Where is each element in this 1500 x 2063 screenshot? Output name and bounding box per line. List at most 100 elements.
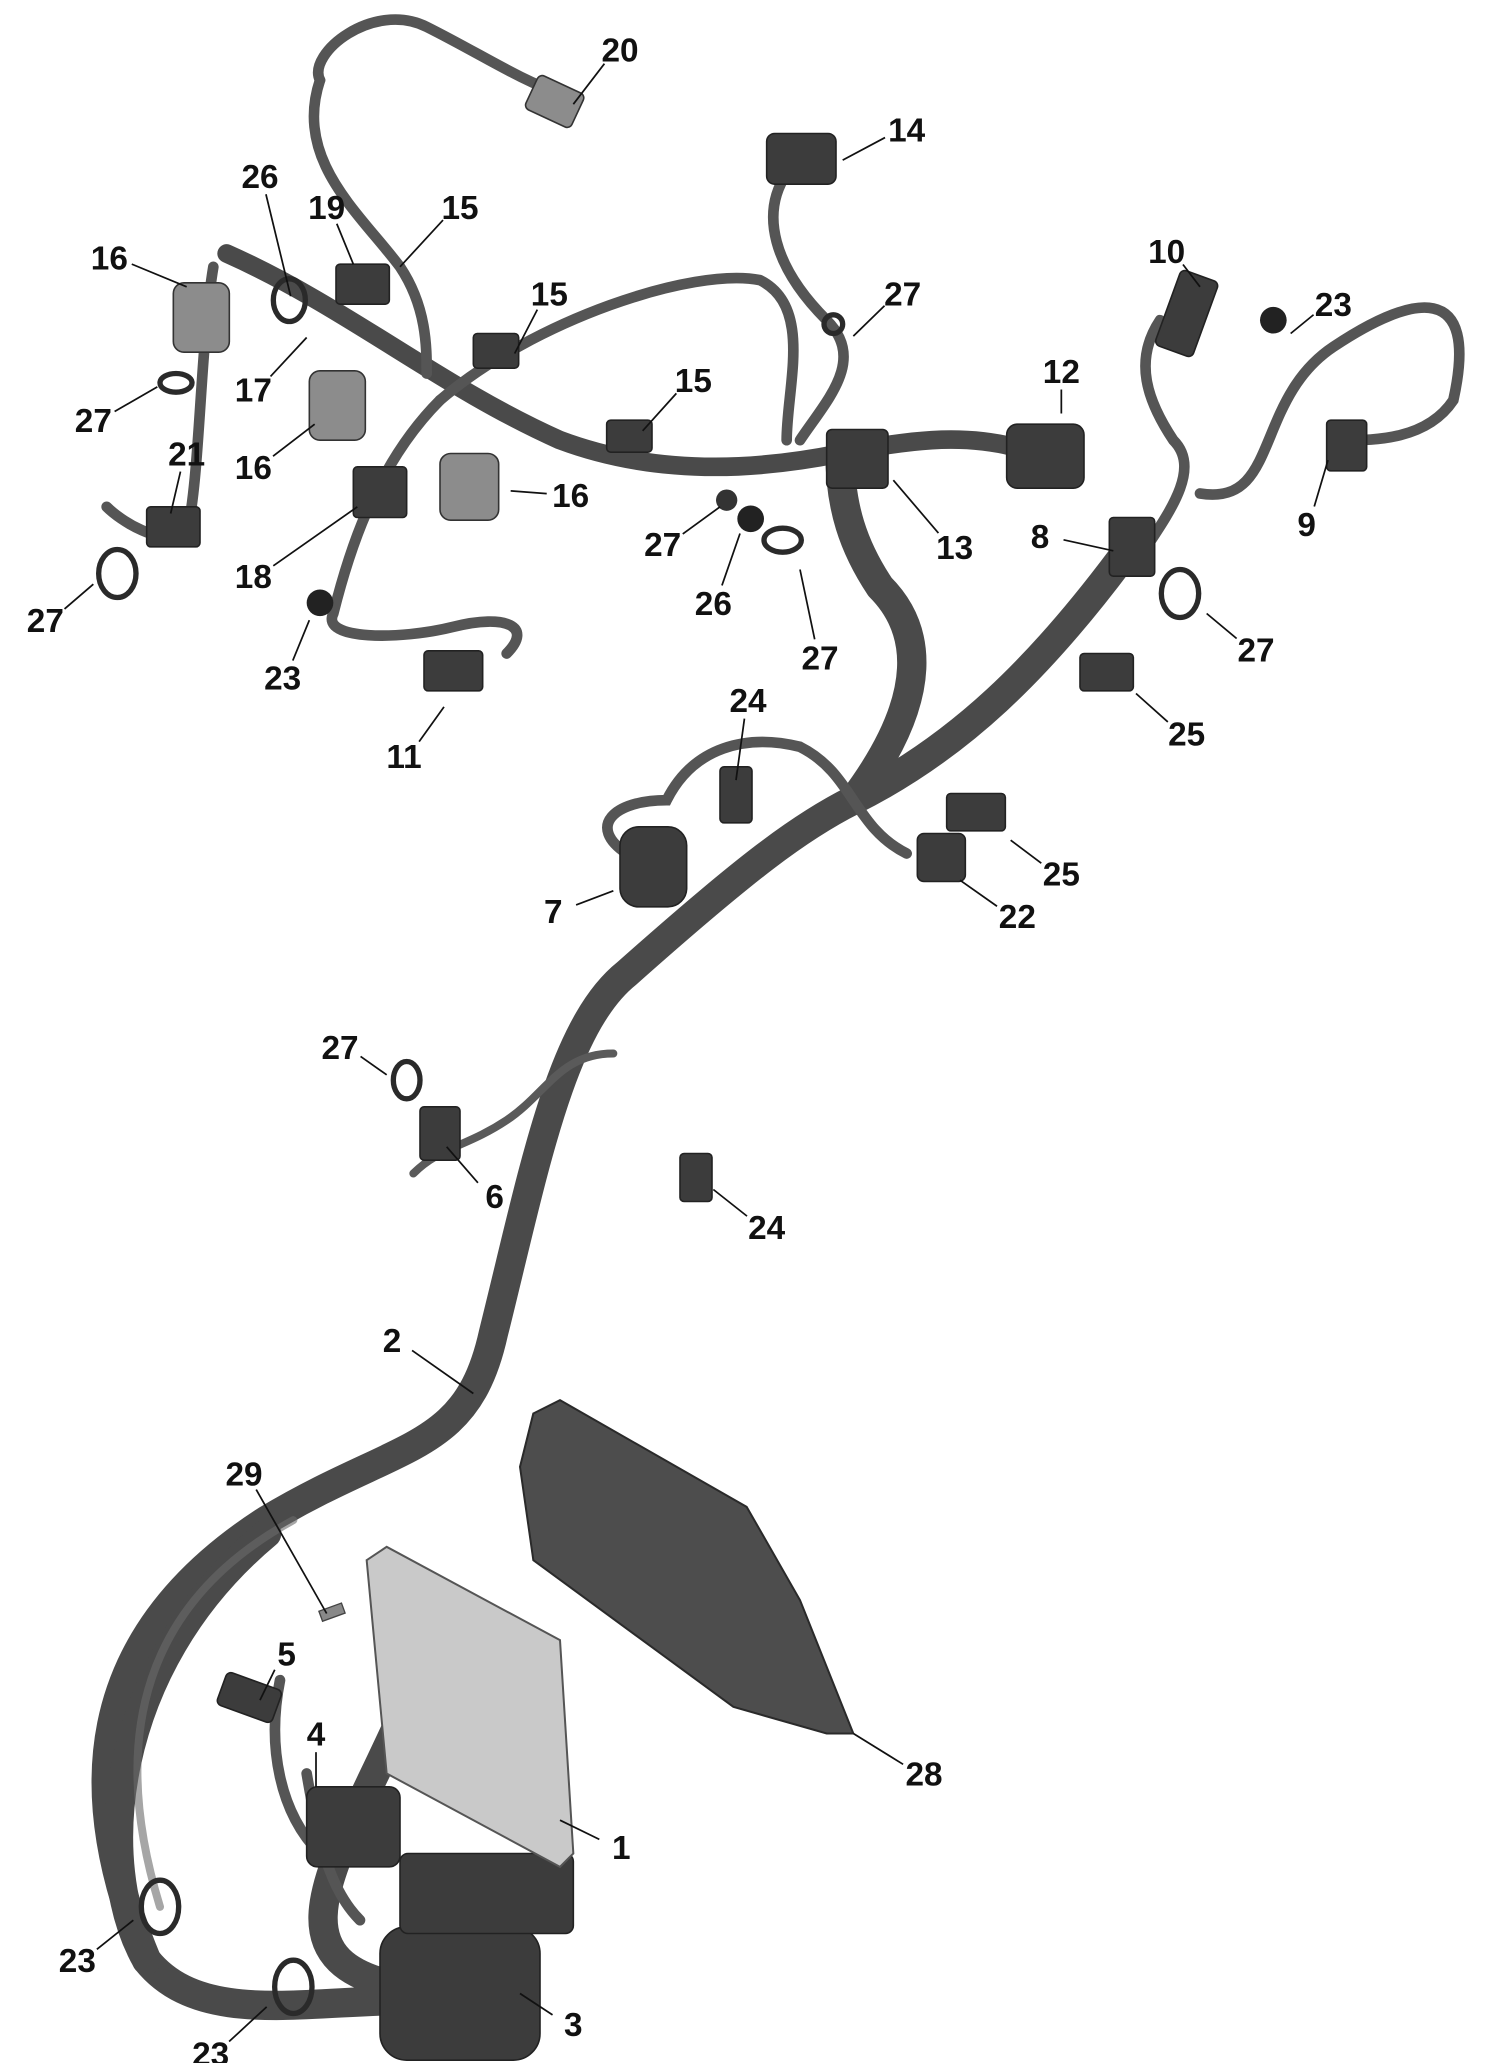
leader-line [411, 1349, 474, 1395]
callout-20: 20 [572, 33, 639, 105]
leader-line [169, 471, 182, 514]
leader-line [799, 569, 816, 640]
callout-number: 15 [675, 363, 712, 400]
connector-20 [524, 74, 585, 129]
leader-line [291, 619, 311, 661]
callout-11: 11 [386, 706, 445, 776]
callout-27: 27 [1206, 612, 1275, 670]
connector-24-b [679, 1152, 713, 1203]
callout-number: 27 [321, 1030, 358, 1067]
leader-line [446, 1146, 479, 1184]
leader-line [1313, 459, 1329, 507]
leader-line [399, 219, 444, 268]
connector-6 [419, 1106, 461, 1161]
callout-18: 18 [235, 506, 358, 596]
leader-line [131, 263, 187, 288]
callout-number: 26 [695, 586, 732, 623]
callout-16: 16 [510, 478, 589, 515]
connector-3 [379, 1926, 541, 2061]
tie-27-e [761, 525, 804, 555]
leader-line [259, 1669, 276, 1701]
callout-15: 15 [642, 363, 712, 432]
leader-line [255, 1489, 328, 1614]
callout-3: 3 [519, 1992, 583, 2044]
callout-number: 8 [1031, 519, 1050, 556]
clamp-23-c [138, 1877, 182, 1937]
leader-line [519, 1992, 554, 2016]
connector-9 [1325, 419, 1368, 472]
leader-line [510, 489, 547, 495]
screw-29 [318, 1602, 346, 1623]
callout-number: 2 [383, 1323, 402, 1360]
leader-line [559, 1819, 600, 1841]
callout-number: 16 [552, 478, 589, 515]
callout-number: 19 [308, 190, 345, 227]
leader-line [1182, 264, 1201, 288]
connector-16-a [172, 282, 231, 353]
tie-27-a [157, 370, 195, 395]
leader-line [721, 533, 741, 586]
connector-10 [1154, 269, 1219, 358]
leader-line [1010, 839, 1042, 864]
clamp-23-d [272, 1957, 315, 2017]
connector-5 [216, 1671, 283, 1724]
callout-23: 23 [192, 2006, 268, 2063]
connector-4 [305, 1786, 401, 1868]
upper-harness-branch [101, 14, 1465, 659]
pushpin-23-a [306, 589, 334, 617]
leader-line [852, 1732, 904, 1766]
leader-line [735, 718, 746, 781]
callout-number: 25 [1043, 857, 1080, 894]
ecm-module-1 [365, 1545, 575, 1935]
callout-number: 21 [168, 437, 205, 474]
callout-23: 23 [264, 619, 311, 698]
tie-27-c [821, 312, 846, 337]
callout-number: 5 [277, 1637, 296, 1674]
callout-number: 23 [264, 661, 301, 698]
callout-number: 28 [905, 1757, 942, 1794]
connector-12 [1005, 423, 1085, 489]
callout-25: 25 [1010, 839, 1080, 894]
leader-line [892, 479, 940, 534]
callout-7: 7 [544, 890, 614, 931]
leader-line [114, 386, 158, 413]
callout-8: 8 [1031, 519, 1114, 556]
leader-line [852, 305, 886, 337]
connector-13 [825, 428, 889, 489]
callout-23: 23 [59, 1919, 134, 1980]
callout-number: 27 [75, 403, 112, 440]
callout-15: 15 [399, 190, 479, 268]
callout-10: 10 [1148, 234, 1201, 288]
callout-27: 27 [75, 386, 158, 440]
connector-19 [335, 263, 391, 305]
tie-26-a [270, 276, 308, 325]
leader-line [1290, 314, 1315, 335]
callout-27: 27 [852, 277, 921, 337]
callout-23: 23 [1290, 287, 1352, 335]
callout-27: 27 [27, 583, 94, 640]
callout-28: 28 [852, 1732, 943, 1794]
callout-27: 27 [799, 569, 839, 678]
connector-14 [765, 132, 837, 185]
clips [96, 276, 1287, 2017]
callout-number: 11 [386, 739, 421, 776]
pushpin-23-b [1260, 306, 1287, 334]
callout-number: 15 [531, 277, 568, 314]
leader-line [1063, 538, 1114, 552]
connector-15-b [605, 419, 653, 453]
connector-16-b [308, 370, 367, 441]
leader-line [335, 223, 355, 265]
connector-11 [423, 650, 484, 692]
tie-27-d [716, 489, 738, 511]
callout-16: 16 [91, 241, 187, 288]
callout-12: 12 [1043, 354, 1080, 414]
callout-number: 29 [225, 1457, 262, 1494]
callout-9: 9 [1297, 459, 1329, 544]
callout-number: 20 [601, 33, 638, 70]
connector-25-a [1079, 652, 1135, 692]
callout-6: 6 [446, 1146, 504, 1216]
callout-number: 1 [612, 1830, 631, 1867]
tie-27-b [96, 546, 139, 601]
callout-number: 16 [235, 450, 272, 487]
